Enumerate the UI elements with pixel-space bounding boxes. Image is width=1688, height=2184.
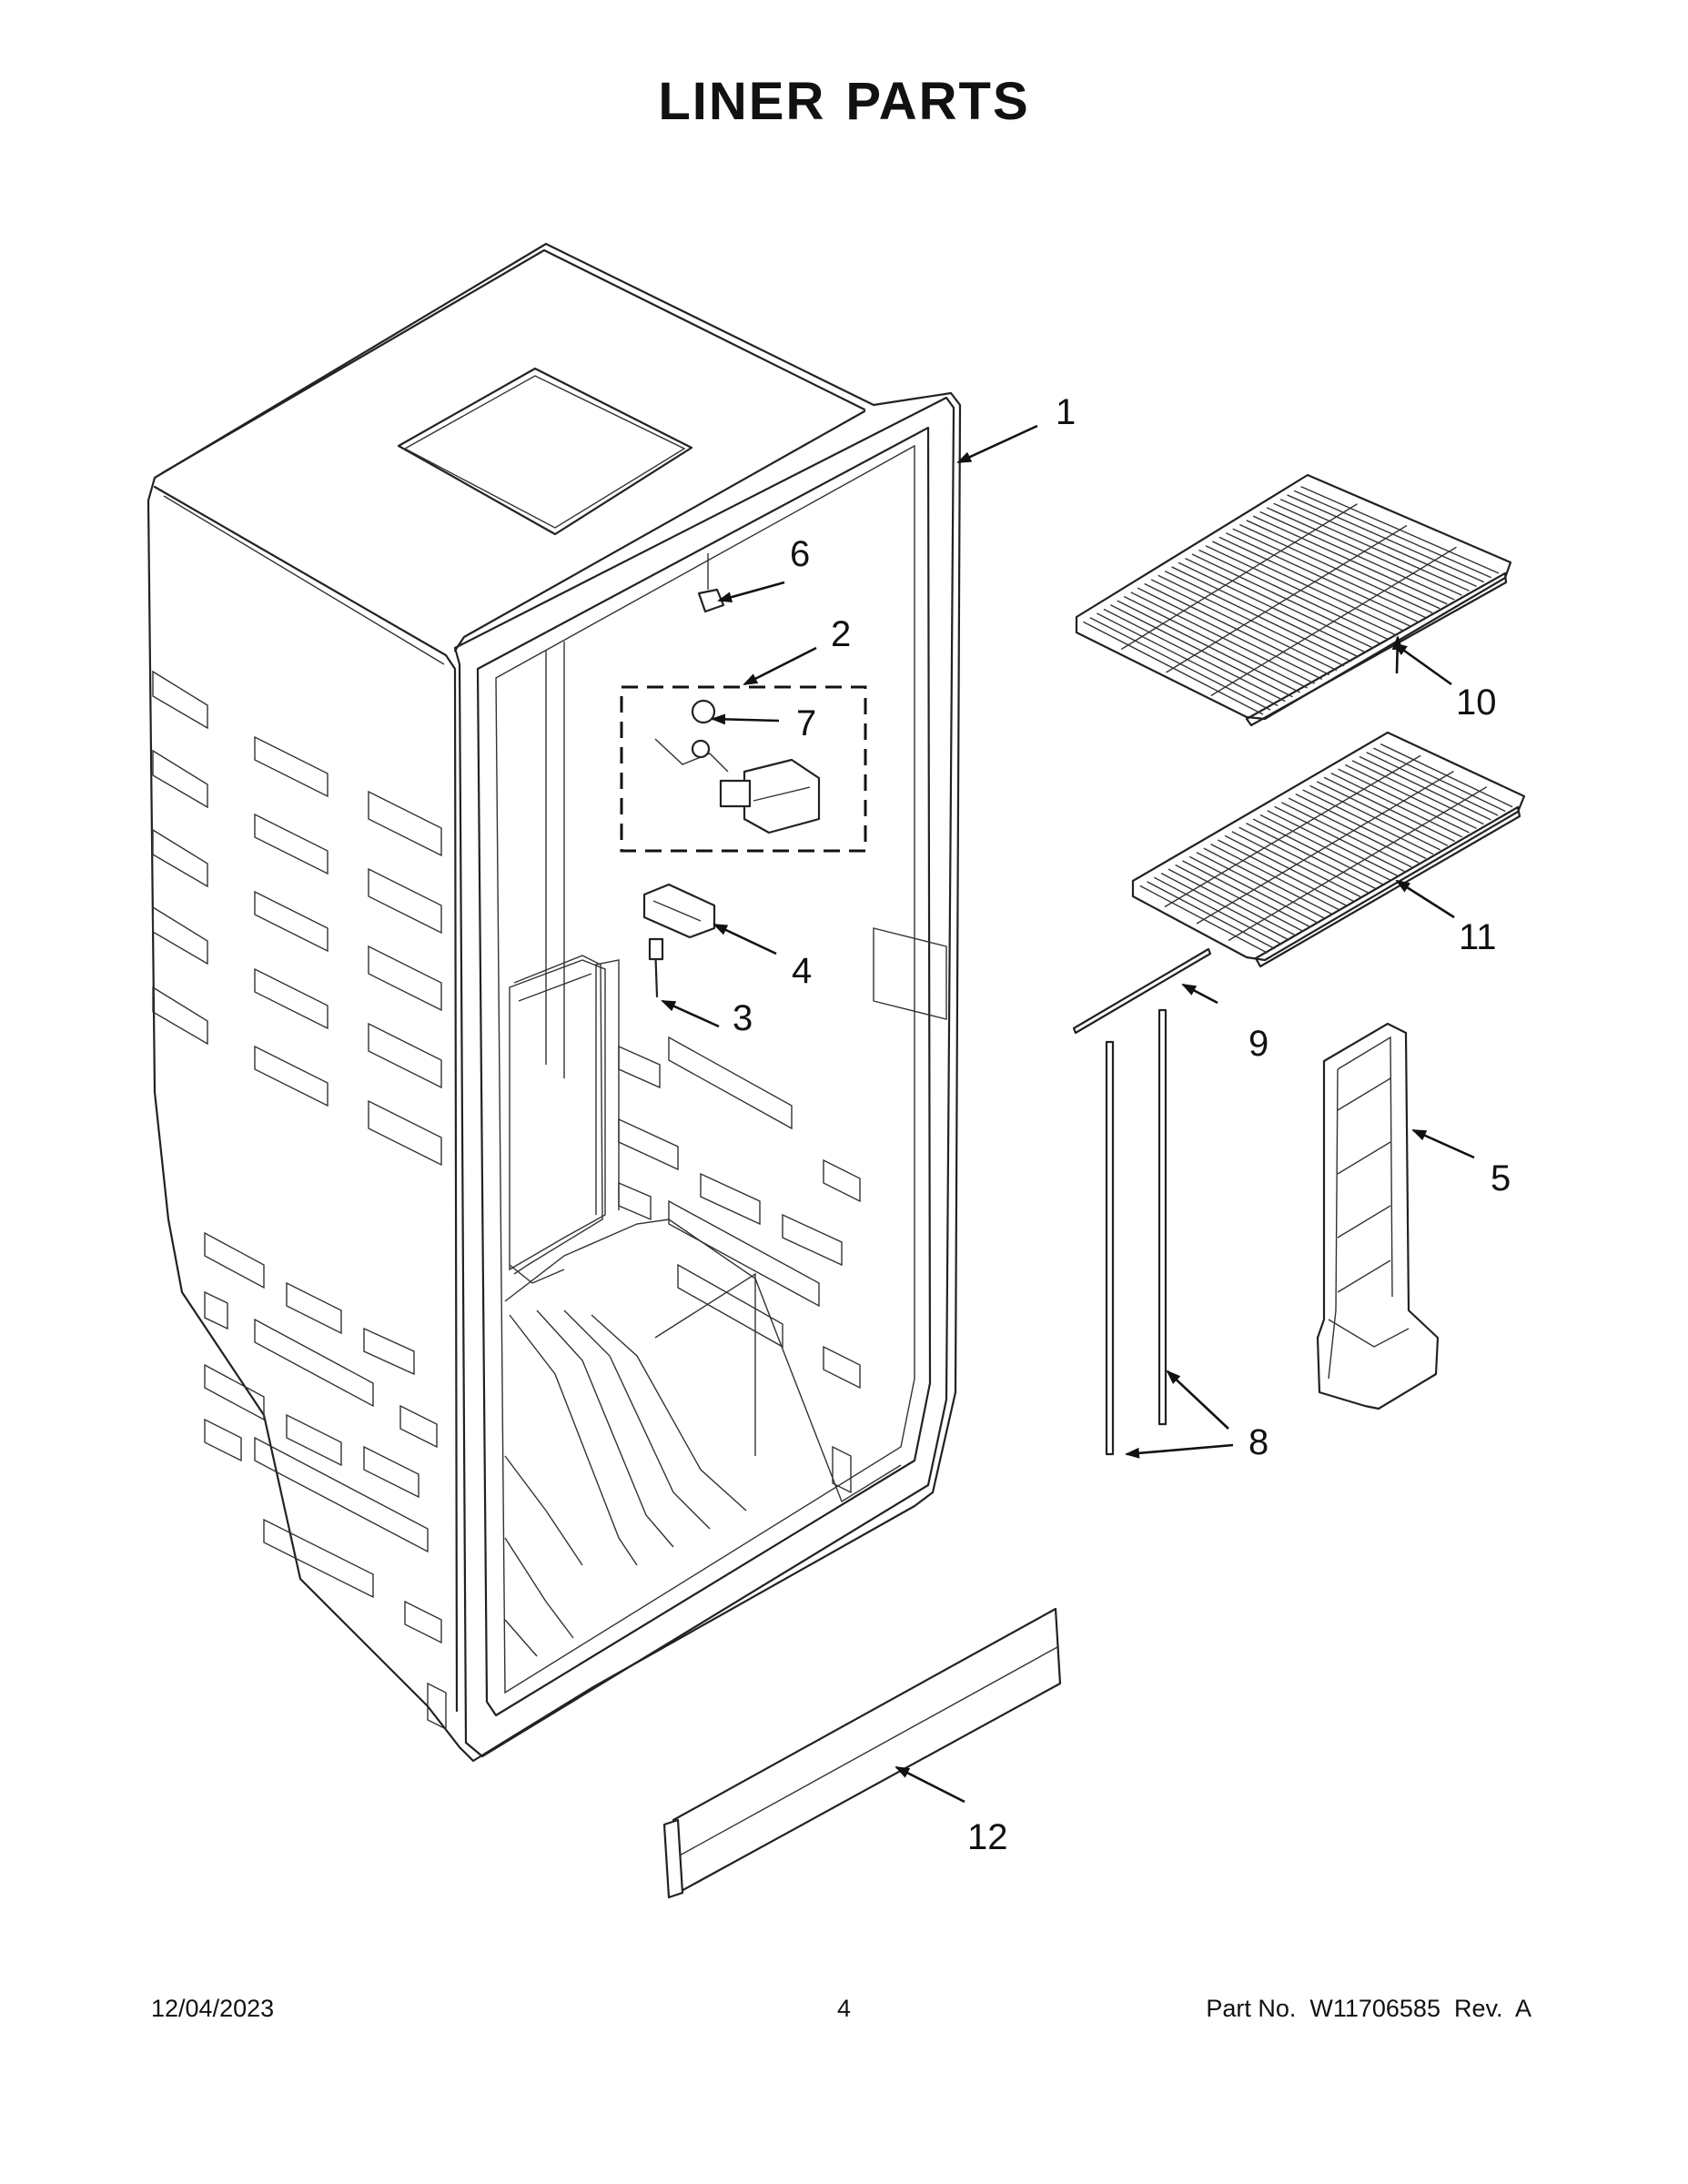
footer-date: 12/04/2023 bbox=[151, 1995, 275, 2022]
part-11-wire-shelf bbox=[1131, 731, 1526, 968]
callout-12: 12 bbox=[967, 1817, 1008, 1857]
footer-part-info: Part No. W11706585 Rev. A bbox=[1206, 1995, 1531, 2022]
callout-10: 10 bbox=[1456, 682, 1497, 723]
part-3-sensor bbox=[648, 937, 664, 998]
part-9-strip bbox=[1072, 947, 1212, 1035]
page-title-word-1: LINER bbox=[658, 72, 826, 131]
leader-lines bbox=[661, 424, 1475, 1804]
callout-7: 7 bbox=[796, 703, 816, 743]
shelf-cross-wire bbox=[1166, 524, 1408, 673]
callout-8: 8 bbox=[1248, 1422, 1269, 1462]
part-5-side-panel bbox=[1316, 1022, 1440, 1410]
shelf-cross-wire bbox=[1164, 754, 1421, 908]
callout-6: 6 bbox=[790, 534, 810, 574]
shelf-cross-wire bbox=[1228, 786, 1488, 942]
page-title-word-2: PARTS bbox=[845, 72, 1030, 131]
shelf-cross-wire bbox=[1196, 770, 1454, 925]
shelf-cross-wire bbox=[1210, 546, 1457, 697]
callout-3: 3 bbox=[733, 998, 753, 1038]
callout-5: 5 bbox=[1491, 1158, 1511, 1198]
shelf-cross-wire bbox=[1120, 503, 1358, 651]
callout-9: 9 bbox=[1248, 1024, 1269, 1064]
part-2-control-assembly bbox=[654, 699, 821, 834]
callout-2: 2 bbox=[831, 614, 851, 654]
part-10-wire-shelf bbox=[1075, 473, 1512, 727]
part-12-trim bbox=[662, 1607, 1062, 1899]
liner-body bbox=[147, 242, 962, 1763]
page-title: LINER PARTS bbox=[0, 71, 1688, 132]
callout-1: 1 bbox=[1056, 392, 1076, 432]
part-8-strips bbox=[1105, 1008, 1167, 1456]
callout-11: 11 bbox=[1459, 917, 1497, 957]
footer-page-number: 4 bbox=[836, 1995, 852, 2022]
callout-4: 4 bbox=[792, 951, 812, 991]
